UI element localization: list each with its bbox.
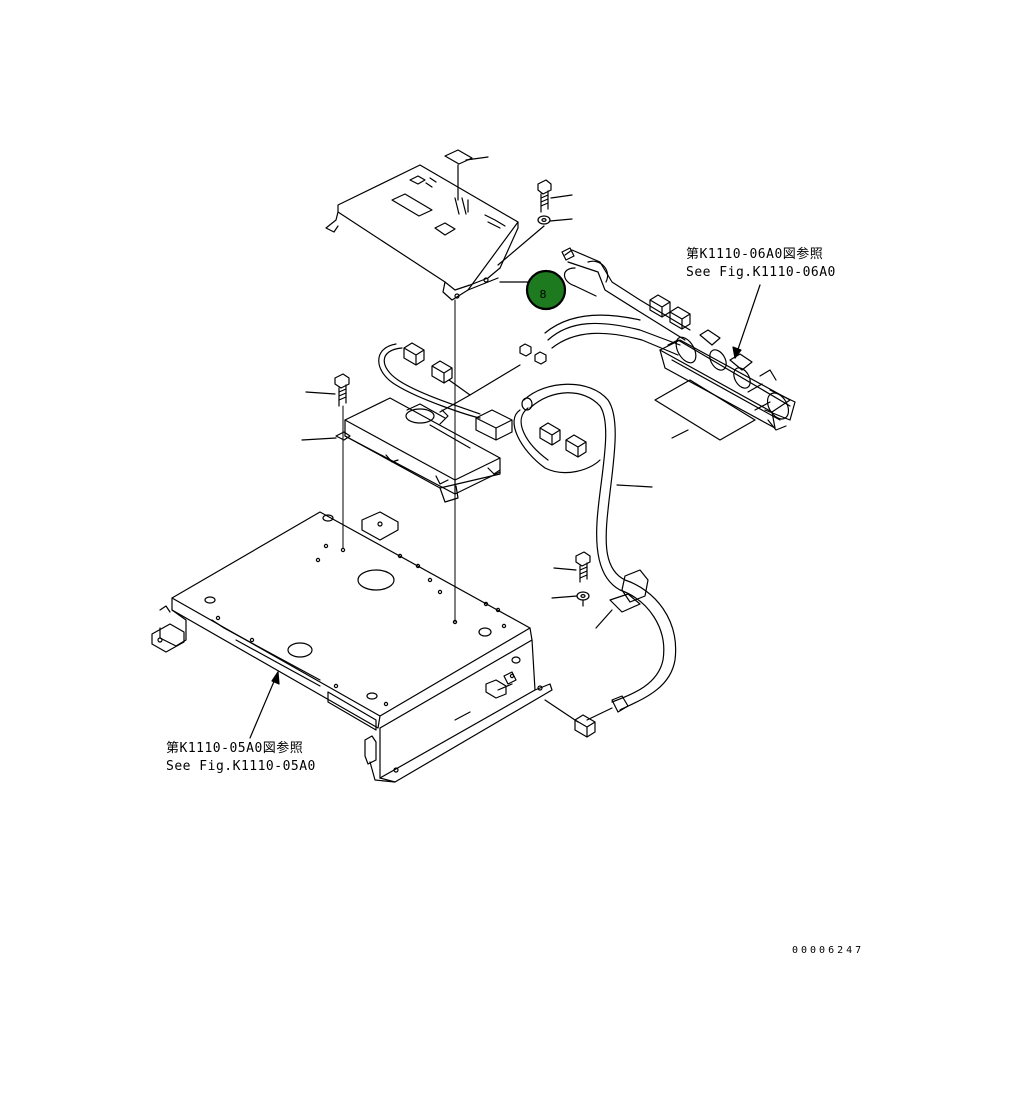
controller-box <box>345 398 500 502</box>
harness-connectors <box>379 343 600 473</box>
callout-number: 8 <box>540 288 547 301</box>
bolt-left <box>302 374 350 548</box>
diagram-id: 00006247 <box>792 945 865 956</box>
reference-upper: 第K1110-06A0図参照 See Fig.K1110-06A0 <box>686 246 836 282</box>
reference-upper-line2: See Fig.K1110-06A0 <box>686 265 836 280</box>
bolt-top <box>498 180 572 265</box>
decal <box>445 150 488 200</box>
reference-lower-line1: 第K1110-05A0図参照 <box>166 741 304 756</box>
reference-lower-line2: See Fig.K1110-05A0 <box>166 759 316 774</box>
conduit-tube <box>522 384 676 737</box>
bolt-lower <box>552 552 590 606</box>
right-harness-assembly <box>545 248 795 440</box>
floor-frame <box>152 512 552 782</box>
cover-plate <box>326 165 518 300</box>
reference-upper-line1: 第K1110-06A0図参照 <box>686 247 824 262</box>
reference-lower: 第K1110-05A0図参照 See Fig.K1110-05A0 <box>166 740 316 776</box>
callout-bubble[interactable]: 8 <box>500 271 565 309</box>
